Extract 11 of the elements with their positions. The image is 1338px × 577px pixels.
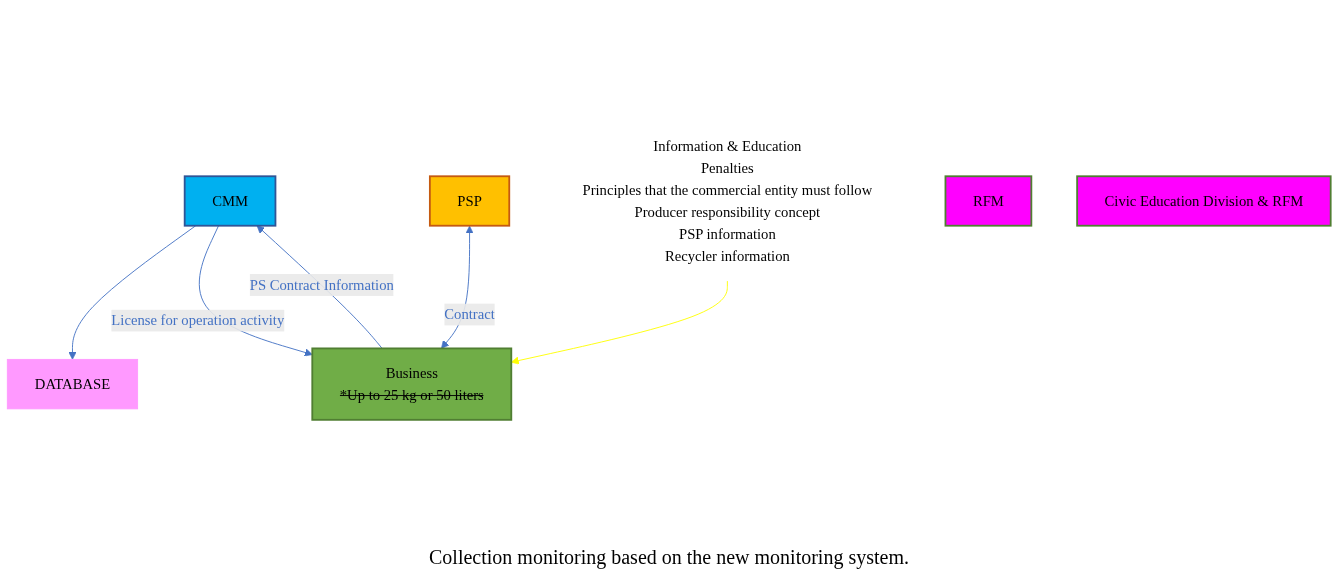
- node-box: Civic Education Division & RFM: [1076, 175, 1332, 228]
- edge-label: License for operation activity: [111, 312, 285, 329]
- node-box: DATABASE: [6, 359, 139, 410]
- node-box: PSP: [428, 175, 511, 228]
- node-box: Business *Up to 25 kg or 50 liters: [311, 347, 513, 422]
- node-box: RFM: [944, 175, 1033, 228]
- note-text: Collection monitoring based on the new monitoring system.: [429, 546, 909, 569]
- edge-label: Contract: [444, 306, 495, 323]
- node-box: CMM: [183, 175, 277, 228]
- edge-label: PS Contract Information: [249, 277, 394, 293]
- node-text: Information & Education Penalties Principles that the commercial entity must follow Producer responsibility concept PSP information Recycler information: [582, 138, 873, 264]
